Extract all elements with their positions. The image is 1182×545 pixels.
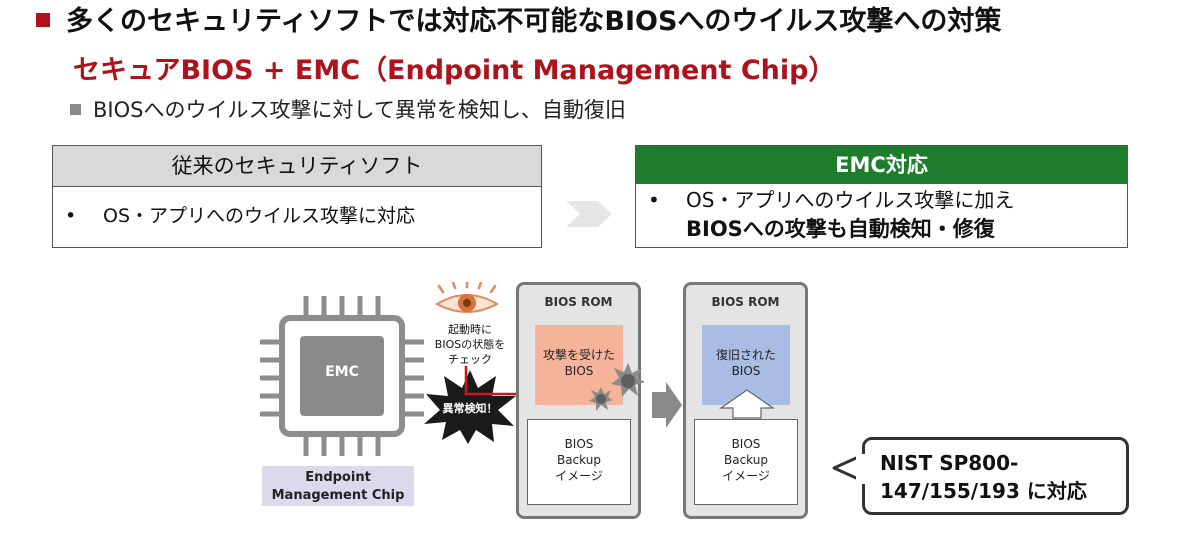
sub-bullet-text: BIOSへのウイルス攻撃に対して異常を検知し、自動復旧 bbox=[93, 98, 626, 122]
backup-line2: Backup bbox=[557, 453, 601, 467]
nist-line1: NIST SP800- bbox=[880, 451, 1019, 475]
conventional-security-heading: 従来のセキュリティソフト bbox=[53, 146, 541, 187]
bios-rom-title: BIOS ROM bbox=[711, 295, 780, 309]
attacked-bios-line2: BIOS bbox=[564, 364, 594, 378]
conventional-security-item: • OS・アプリへのウイルス攻撃に対応 bbox=[53, 187, 541, 245]
alert-burst-icon bbox=[424, 370, 516, 444]
bios-rom-restored: BIOS ROM 復旧された BIOS BIOS Backup イメージ bbox=[683, 282, 808, 519]
conventional-security-item-text: OS・アプリへのウイルス攻撃に対応 bbox=[103, 205, 416, 227]
chevron-right-icon bbox=[566, 201, 612, 227]
bios-rom-attacked: BIOS ROM 攻撃を受けた BIOS BIOS Backup イメージ bbox=[516, 282, 641, 519]
boot-check-caption: 起動時に BIOSの状態を チェック bbox=[420, 322, 520, 367]
callout-pointer-mask bbox=[856, 454, 866, 484]
emc-chip-text: EMC bbox=[325, 364, 359, 380]
arrow-right-icon bbox=[652, 382, 682, 428]
bullet-mark: • bbox=[65, 205, 77, 227]
bios-rom-title: BIOS ROM bbox=[544, 295, 613, 309]
emc-item-line2: BIOSへの攻撃も自動検知・修復 bbox=[686, 217, 995, 241]
emc-box: EMC対応 • OS・アプリへのウイルス攻撃に加え BIOSへの攻撃も自動検知・修… bbox=[635, 145, 1128, 248]
chip-label-line2: Management Chip bbox=[271, 488, 405, 503]
chip-label-line1: Endpoint bbox=[305, 470, 371, 485]
emc-chip-icon bbox=[260, 296, 424, 456]
emc-item-line1: • OS・アプリへのウイルス攻撃に加え bbox=[636, 186, 1127, 214]
backup-line3: イメージ bbox=[722, 469, 770, 483]
eye-icon bbox=[434, 282, 500, 313]
conventional-security-box: 従来のセキュリティソフト • OS・アプリへのウイルス攻撃に対応 bbox=[52, 145, 542, 248]
emc-heading: EMC対応 bbox=[636, 146, 1127, 184]
boot-check-line2: BIOSの状態を bbox=[434, 338, 506, 351]
restored-bios-line2: BIOS bbox=[731, 364, 761, 378]
restore-arrow-up-icon bbox=[719, 389, 775, 419]
nist-compliance-callout: NIST SP800- 147/155/193 に対応 bbox=[862, 437, 1129, 515]
emc-item-line1-text: OS・アプリへのウイルス攻撃に加え bbox=[686, 188, 1015, 212]
page-subtitle: セキュアBIOS + EMC（Endpoint Management Chip） bbox=[73, 55, 836, 86]
bios-backup-image-block: BIOS Backup イメージ bbox=[527, 419, 631, 505]
attacked-bios-line1: 攻撃を受けた bbox=[542, 348, 615, 362]
boot-check-line1: 起動時に bbox=[448, 323, 492, 336]
bullet-mark: • bbox=[648, 188, 660, 212]
page-title: 多くのセキュリティソフトでは対応不可能なBIOSへのウイルス攻撃への対策 bbox=[66, 6, 1002, 37]
backup-line2: Backup bbox=[724, 453, 768, 467]
sub-bullet-icon bbox=[70, 104, 81, 115]
anomaly-detected-text: 異常検知！ bbox=[442, 402, 498, 415]
backup-line3: イメージ bbox=[555, 469, 603, 483]
boot-check-line3: チェック bbox=[448, 353, 492, 366]
virus-icon bbox=[611, 363, 645, 397]
title-bullet-icon bbox=[36, 13, 50, 27]
restored-bios-line1: 復旧された bbox=[715, 348, 776, 362]
emc-chip-label: Endpoint Management Chip bbox=[262, 466, 414, 506]
backup-line1: BIOS bbox=[731, 437, 761, 451]
nist-line2: 147/155/193 に対応 bbox=[880, 479, 1087, 503]
virus-icon-small bbox=[589, 387, 613, 411]
bios-backup-image-block: BIOS Backup イメージ bbox=[694, 419, 798, 505]
backup-line1: BIOS bbox=[564, 437, 594, 451]
